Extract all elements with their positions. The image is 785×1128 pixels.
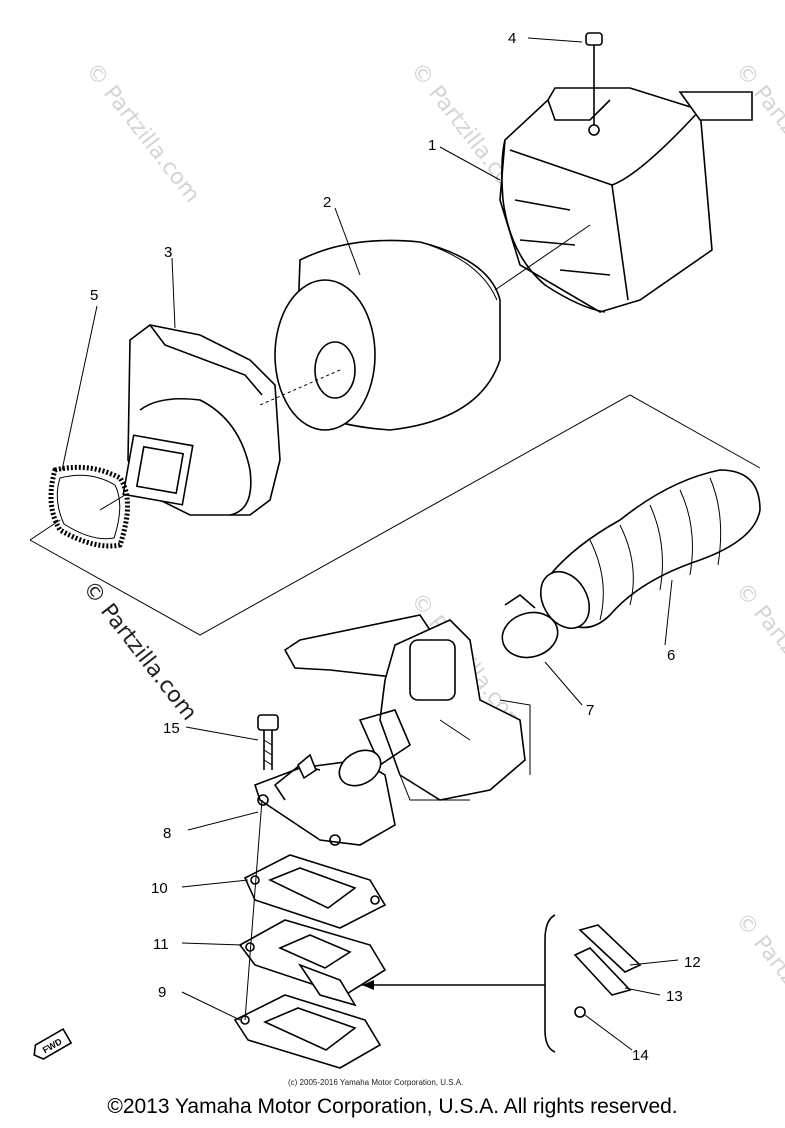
callout-6: 6 — [667, 647, 675, 664]
air-filter-element — [274, 239, 501, 431]
callout-2: 2 — [323, 194, 331, 211]
callout-11: 11 — [153, 936, 169, 953]
callout-labels: 1 2 3 4 5 6 7 8 9 10 11 12 13 14 15 — [90, 30, 701, 1064]
intake-manifold — [253, 749, 396, 846]
callout-9: 9 — [158, 984, 166, 1001]
callout-3: 3 — [164, 244, 172, 261]
air-cleaner-cover — [122, 324, 281, 516]
callout-5: 5 — [90, 287, 98, 304]
carburetor — [283, 614, 531, 801]
reed-valve — [238, 919, 387, 1007]
reed-detail — [362, 914, 642, 1053]
fine-copyright: (c) 2005-2016 Yamaha Motor Corporation, … — [288, 1078, 463, 1087]
gasket-10 — [243, 854, 387, 929]
callout-14: 14 — [632, 1047, 649, 1064]
callout-15: 15 — [163, 720, 180, 737]
callout-7: 7 — [586, 702, 594, 719]
screw-4 — [585, 32, 603, 125]
hose-clamp — [501, 593, 559, 659]
callout-1: 1 — [428, 137, 436, 154]
watermark: © Partzilla.com — [730, 578, 785, 727]
assembly-outline — [29, 224, 761, 636]
alignment-line — [244, 799, 263, 1021]
bolt-15 — [257, 714, 279, 770]
intake-hose — [539, 469, 761, 630]
gasket-9 — [233, 994, 382, 1069]
watermark: © Partzilla.com — [80, 58, 204, 207]
callout-8: 8 — [163, 825, 171, 842]
callout-10: 10 — [151, 880, 168, 897]
callout-13: 13 — [666, 988, 683, 1005]
callout-4: 4 — [508, 30, 516, 47]
leader-lines — [61, 37, 679, 1051]
fwd-arrow: FWD — [33, 1027, 73, 1060]
watermark: © Partzilla.com — [730, 908, 785, 1057]
footer-copyright: ©2013 Yamaha Motor Corporation, U.S.A. A… — [107, 1095, 678, 1118]
watermark-strong: © Partzilla.com — [77, 576, 201, 725]
air-cleaner-case — [499, 87, 753, 313]
watermark: © Partzilla.com — [730, 58, 785, 207]
cover-gasket — [48, 464, 130, 549]
callout-12: 12 — [684, 954, 701, 971]
